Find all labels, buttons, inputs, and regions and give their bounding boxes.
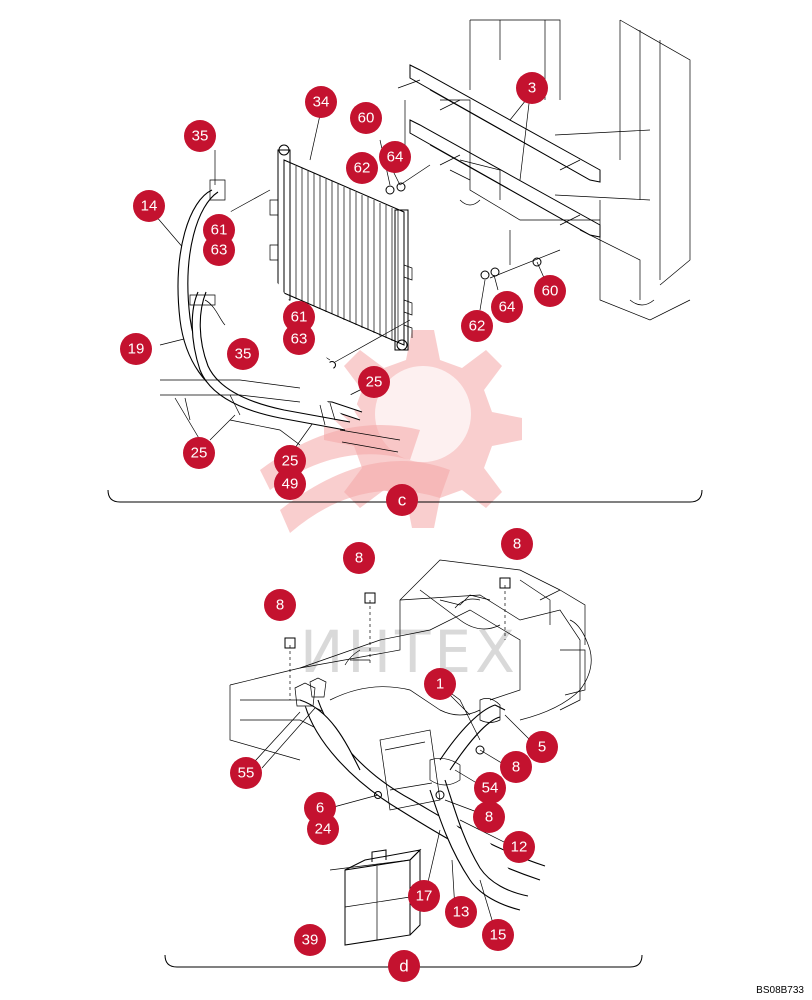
callout-d-1: 8 <box>501 528 533 560</box>
svg-text:19: 19 <box>128 341 145 358</box>
callout-c-14: 64 <box>491 291 523 323</box>
svg-text:25: 25 <box>191 445 208 462</box>
callout-c-3: 60 <box>350 102 382 134</box>
svg-text:60: 60 <box>358 110 375 127</box>
callout-d-6: 8 <box>500 751 532 783</box>
section-c-drawing <box>107 19 703 509</box>
callout-c-11: 61 <box>283 301 315 333</box>
svg-text:17: 17 <box>416 888 433 905</box>
callout-d-5: 5 <box>526 731 558 763</box>
svg-text:8: 8 <box>485 809 493 826</box>
callout-d-11: 12 <box>503 831 535 863</box>
callout-d-12: 17 <box>408 880 440 912</box>
callout-c-17: 25 <box>183 437 215 469</box>
callout-c-4: 3 <box>516 72 548 104</box>
svg-text:62: 62 <box>469 318 486 335</box>
svg-text:6: 6 <box>316 800 324 817</box>
svg-text:8: 8 <box>513 536 521 553</box>
svg-text:64: 64 <box>387 149 404 166</box>
callout-c-15: 62 <box>461 310 493 342</box>
callout-c-10: 35 <box>227 338 259 370</box>
document-code: BS08B733 <box>756 985 804 996</box>
callout-d-2: 8 <box>264 589 296 621</box>
svg-text:39: 39 <box>302 932 319 949</box>
svg-text:25: 25 <box>366 374 383 391</box>
callout-c-1: 35 <box>184 120 216 152</box>
svg-text:63: 63 <box>211 242 228 259</box>
callout-c-16: 25 <box>358 366 390 398</box>
svg-text:61: 61 <box>291 309 308 326</box>
callout-d-15: 39 <box>294 924 326 956</box>
callout-c-2: 14 <box>133 190 165 222</box>
callout-c-13: 60 <box>534 275 566 307</box>
callout-d-13: 13 <box>445 896 477 928</box>
svg-text:24: 24 <box>315 821 332 838</box>
callout-c-6: 64 <box>379 141 411 173</box>
callout-c-18: 25 <box>274 445 306 477</box>
svg-text:54: 54 <box>482 780 499 797</box>
svg-text:60: 60 <box>542 283 559 300</box>
callout-c-5: 62 <box>346 152 378 184</box>
svg-text:64: 64 <box>499 299 516 316</box>
svg-text:8: 8 <box>355 550 363 567</box>
svg-text:35: 35 <box>235 346 252 363</box>
watermark-text: ИНТЕХ <box>300 618 519 686</box>
callout-d-0: 8 <box>343 542 375 574</box>
callout-c-12: 63 <box>283 323 315 355</box>
section-c-label: c <box>386 484 418 516</box>
svg-text:15: 15 <box>490 927 507 944</box>
callout-d-9: 24 <box>307 813 339 845</box>
svg-text:1: 1 <box>436 676 444 693</box>
svg-text:35: 35 <box>192 128 209 145</box>
callout-c-9: 19 <box>120 333 152 365</box>
svg-text:55: 55 <box>238 765 255 782</box>
callout-d-4: 55 <box>230 757 262 789</box>
svg-text:63: 63 <box>291 331 308 348</box>
svg-text:d: d <box>399 957 408 976</box>
svg-text:8: 8 <box>512 759 520 776</box>
callout-d-3: 1 <box>424 668 456 700</box>
svg-text:62: 62 <box>354 160 371 177</box>
svg-text:c: c <box>398 491 407 510</box>
callout-d-14: 15 <box>482 919 514 951</box>
callout-d-10: 8 <box>473 801 505 833</box>
svg-text:34: 34 <box>313 94 330 111</box>
section-d-label: d <box>388 950 420 982</box>
svg-text:5: 5 <box>538 739 546 756</box>
svg-text:13: 13 <box>453 904 470 921</box>
callout-d-7: 54 <box>474 772 506 804</box>
svg-text:61: 61 <box>211 222 228 239</box>
callout-c-19: 49 <box>274 468 306 500</box>
svg-text:14: 14 <box>141 198 158 215</box>
svg-text:25: 25 <box>282 453 299 470</box>
svg-text:49: 49 <box>282 476 299 493</box>
svg-text:3: 3 <box>528 80 536 97</box>
callout-c-8: 63 <box>203 234 235 266</box>
svg-text:8: 8 <box>276 597 284 614</box>
svg-text:12: 12 <box>511 839 528 856</box>
callout-c-0: 34 <box>305 86 337 118</box>
